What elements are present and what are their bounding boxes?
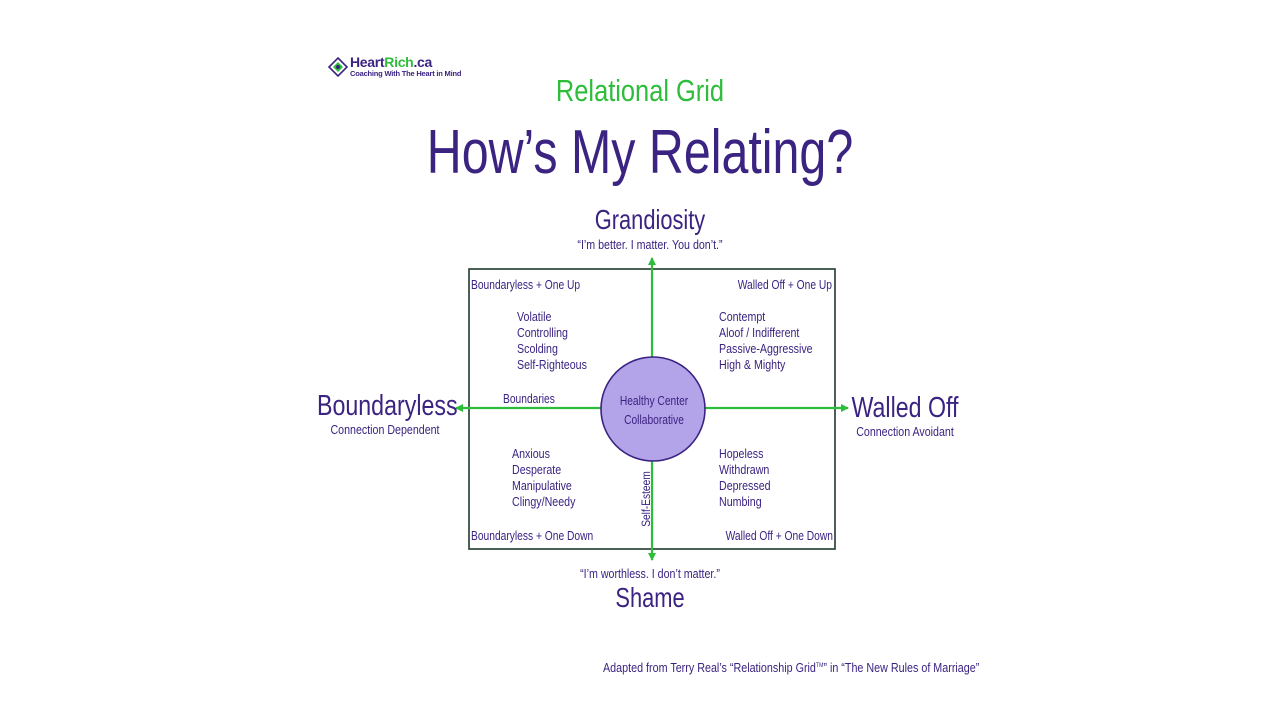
axis-right-label: Walled Off <box>851 392 959 424</box>
quadrant-top-left-list: Volatile Controlling Scolding Self-Right… <box>517 309 587 373</box>
list-item: Passive-Aggressive <box>719 341 813 356</box>
axis-top-label: Grandiosity <box>594 204 706 235</box>
list-item: High & Mighty <box>719 357 786 372</box>
axis-bottom-label: Shame <box>615 582 685 613</box>
axis-left-label: Boundaryless <box>317 390 458 422</box>
axis-right-subtitle: Connection Avoidant <box>856 424 954 439</box>
list-item: Aloof / Indifferent <box>719 325 800 340</box>
quadrant-bottom-left-list: Anxious Desperate Manipulative Clingy/Ne… <box>512 446 575 510</box>
axis-bottom-quote: “I’m worthless. I don’t matter.” <box>580 566 720 581</box>
list-item: Anxious <box>512 446 550 461</box>
axis-top-quote: “I’m better. I matter. You don’t.” <box>577 237 723 252</box>
center-line-2: Collaborative <box>624 413 684 427</box>
quadrant-top-left-title: Boundaryless + One Up <box>471 278 581 292</box>
logo-name: HeartRich.ca <box>350 54 432 70</box>
list-item: Manipulative <box>512 478 572 493</box>
list-item: Desperate <box>512 462 562 477</box>
list-item: Depressed <box>719 478 771 493</box>
page-title: How’s My Relating? <box>426 118 854 187</box>
list-item: Self-Righteous <box>517 357 587 372</box>
quadrant-bottom-right-title: Walled Off + One Down <box>725 529 833 543</box>
list-item: Clingy/Needy <box>512 494 576 509</box>
quadrant-top-right-title: Walled Off + One Up <box>737 278 832 292</box>
self-esteem-axis-label: Self-Esteem <box>639 471 653 527</box>
quadrant-top-right-list: Contempt Aloof / Indifferent Passive-Agg… <box>719 309 813 373</box>
quadrant-bottom-right-list: Hopeless Withdrawn Depressed Numbing <box>719 446 771 510</box>
center-line-1: Healthy Center <box>619 394 689 408</box>
list-item: Withdrawn <box>719 462 770 477</box>
healthy-center-circle <box>600 356 706 462</box>
logo-tagline: Coaching With The Heart in Mind <box>350 69 462 78</box>
heart-diamond-logo-icon <box>328 57 348 77</box>
list-item: Hopeless <box>719 446 764 461</box>
axis-left-subtitle: Connection Dependent <box>330 422 440 437</box>
list-item: Numbing <box>719 494 762 509</box>
page-subtitle: Relational Grid <box>555 73 725 108</box>
list-item: Controlling <box>517 325 568 340</box>
attribution-footer: Adapted from Terry Real’s “Relationship … <box>603 661 980 675</box>
boundaries-axis-label: Boundaries <box>503 392 555 406</box>
heartrich-logo: HeartRich.ca Coaching With The Heart in … <box>328 55 461 79</box>
list-item: Scolding <box>517 341 558 356</box>
quadrant-bottom-left-title: Boundaryless + One Down <box>471 529 594 543</box>
healthy-center-label: Healthy Center Collaborative <box>613 392 695 430</box>
list-item: Contempt <box>719 309 766 324</box>
list-item: Volatile <box>517 309 552 324</box>
